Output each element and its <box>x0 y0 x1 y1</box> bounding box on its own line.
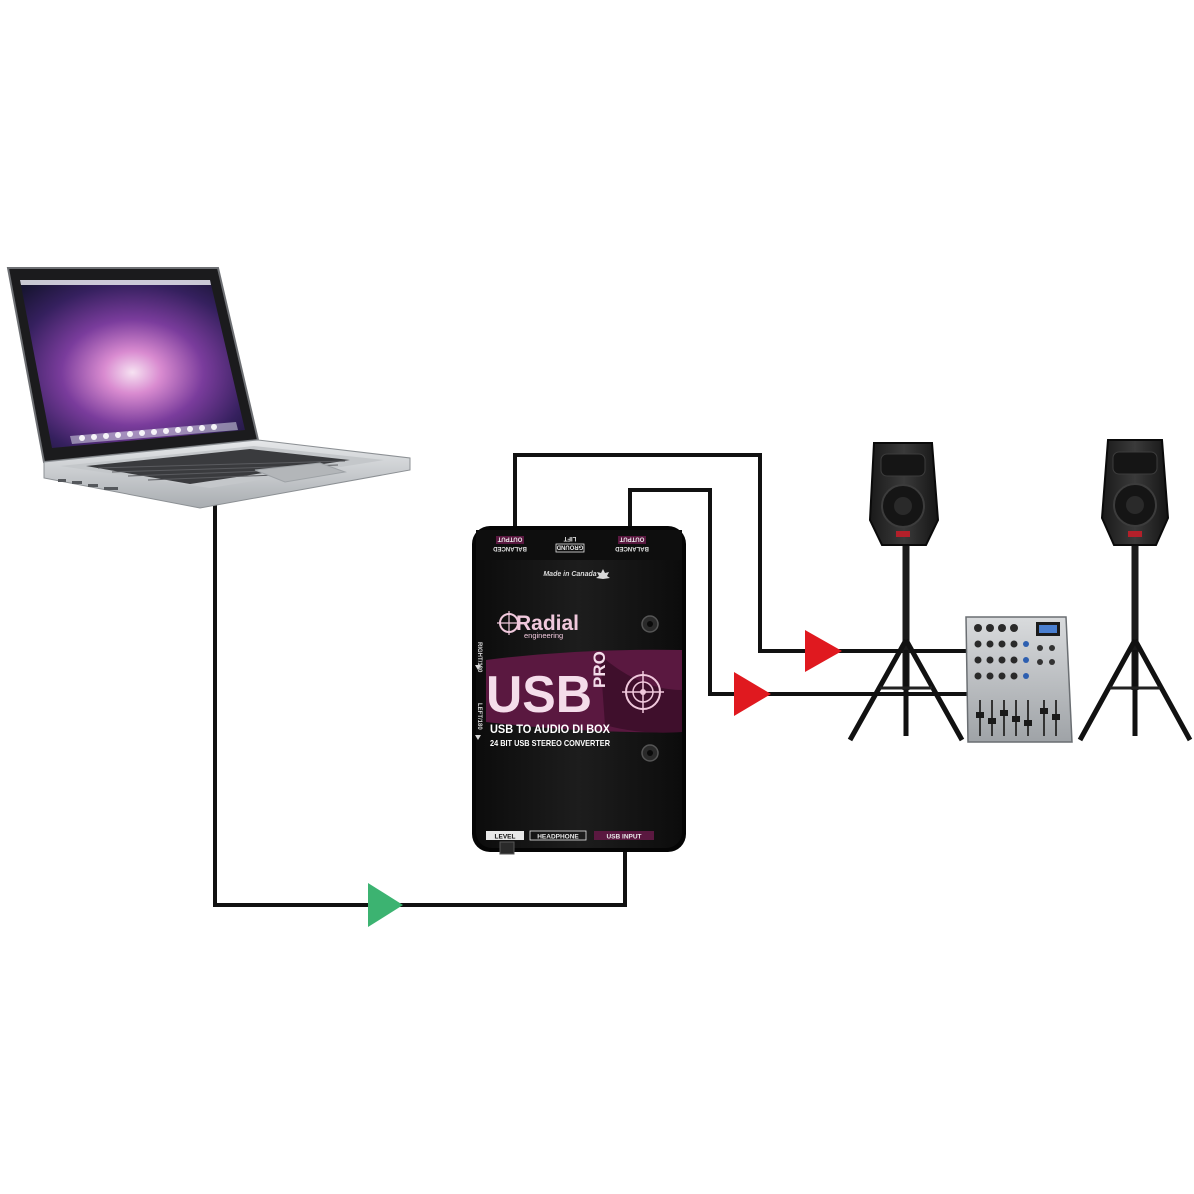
galaxy-wallpaper-icon <box>20 280 245 448</box>
screw-icon <box>641 615 659 633</box>
maple-leaf-icon <box>596 569 610 579</box>
di-box: BALANCED OUTPUT GROUND LIFT BALANCED OUT… <box>472 526 686 855</box>
label-level: LEVEL <box>495 834 516 841</box>
product-line-2: 24 BIT USB STEREO CONVERTER <box>490 738 610 748</box>
svg-text:BALANCED: BALANCED <box>615 545 649 551</box>
usb-cable <box>213 505 627 907</box>
svg-text:BALANCED: BALANCED <box>493 545 527 551</box>
label-balanced-output-right: BALANCED OUTPUT <box>615 536 649 552</box>
radial-logo: Radial engineering <box>497 611 579 640</box>
signal-arrow-input <box>368 883 403 927</box>
side-label-lower: LEFT/180 <box>476 703 482 730</box>
output-cable-lower <box>628 488 970 696</box>
product-line-1: USB TO AUDIO DI BOX <box>490 724 610 736</box>
pa-speaker-icon <box>1077 439 1193 742</box>
signal-arrow-output-upper <box>805 630 842 672</box>
signal-arrow-output-lower <box>734 672 771 716</box>
mixing-console-icon <box>965 616 1073 743</box>
screw-icon <box>641 744 659 762</box>
svg-text:OUTPUT: OUTPUT <box>497 536 522 542</box>
label-balanced-output-left: BALANCED OUTPUT <box>493 536 527 552</box>
laptop-icon: MacBook <box>6 267 411 509</box>
target-logo-icon <box>622 671 664 713</box>
label-usb-input: USB INPUT <box>606 834 641 841</box>
side-label-upper: RIGHT/180 <box>476 642 482 673</box>
origin-label: Made in Canada <box>543 571 596 578</box>
radial-brand: Radial <box>516 612 579 635</box>
headphone-jack-icon <box>499 841 515 855</box>
svg-text:OUTPUT: OUTPUT <box>619 536 644 542</box>
model-name: USB <box>486 666 592 724</box>
label-lift-ground: GROUND LIFT <box>555 535 585 553</box>
model-suffix: PRO <box>590 651 609 688</box>
label-headphone: HEADPHONE <box>537 834 579 841</box>
radial-brand-sub: engineering <box>524 631 563 640</box>
pa-speaker-icon <box>847 442 965 742</box>
svg-text:LIFT: LIFT <box>563 535 576 541</box>
svg-text:GROUND: GROUND <box>556 544 583 550</box>
